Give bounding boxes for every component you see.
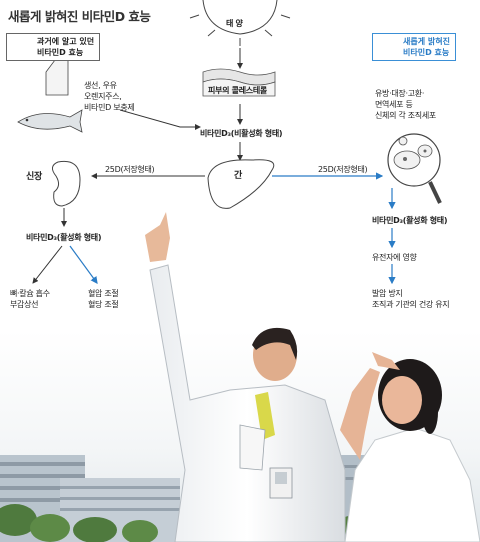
liver-label: 간 [234, 171, 242, 181]
blood-label: 혈압 조절 혈당 조절 [88, 288, 119, 310]
kidney-icon [52, 160, 81, 207]
magnifier-cells-icon [387, 133, 442, 204]
doctor-figure [145, 212, 346, 542]
skin-layer-icon [202, 68, 276, 97]
storage-right-label: 25D(저장형태) [318, 165, 368, 174]
active-left-label: 비타민D₃(활성화 형태) [26, 233, 102, 242]
bone-line2: 부갑상선 [10, 300, 39, 309]
food-line1: 생선, 우유 [84, 81, 117, 90]
page-title: 새롭게 밝혀진 비타민D 효능 [8, 9, 151, 24]
storage-left-label: 25D(저장형태) [105, 165, 155, 174]
legend-new-line1: 새롭게 밝혀진 [403, 37, 450, 46]
skin-label: 피부의 콜레스테롤 [208, 86, 267, 95]
legend-new: 새롭게 밝혀진 비타민D 효능 [372, 33, 456, 61]
legend-past-line2: 비타민D 효능 [37, 48, 84, 57]
tissues-label: 유방·대장·고환· 면역세포 등 신체의 각 조직세포 [375, 88, 436, 121]
legend-new-line2: 비타민D 효능 [403, 48, 450, 57]
legend-past: 과거에 알고 있던 비타민D 효능 [6, 33, 101, 61]
cancer-label: 발암 방지 조직과 기관의 건강 유지 [372, 288, 450, 310]
food-label: 생선, 우유 오렌지주스, 비타민D 보충제 [84, 80, 135, 113]
cancer-line2: 조직과 기관의 건강 유지 [372, 300, 450, 309]
legend-past-line1: 과거에 알고 있던 [37, 37, 95, 46]
blood-line1: 혈압 조절 [88, 289, 119, 298]
inactive-label: 비타민D₃(비활성화 형태) [200, 129, 283, 138]
food-line3: 비타민D 보충제 [84, 103, 135, 112]
liver-icon [207, 159, 275, 209]
kidney-label: 신장 [26, 172, 42, 182]
bone-label: 뼈·칼슘 흡수 부갑상선 [10, 288, 50, 310]
bone-line1: 뼈·칼슘 흡수 [10, 289, 50, 298]
food-line2: 오렌지주스, [84, 92, 122, 101]
blood-line2: 혈당 조절 [88, 300, 119, 309]
sun-label: 태 양 [226, 19, 243, 28]
gene-label: 유전자에 영향 [372, 253, 417, 262]
fish-icon [17, 109, 83, 133]
sun-icon [189, 0, 291, 46]
active-right-label: 비타민D₃(활성화 형태) [372, 216, 448, 225]
cancer-line1: 발암 방지 [372, 289, 403, 298]
tissues-line3: 신체의 각 조직세포 [375, 111, 436, 120]
tissues-line1: 유방·대장·고환· [375, 89, 425, 98]
woman-figure [340, 352, 480, 542]
tissues-line2: 면역세포 등 [375, 100, 413, 109]
